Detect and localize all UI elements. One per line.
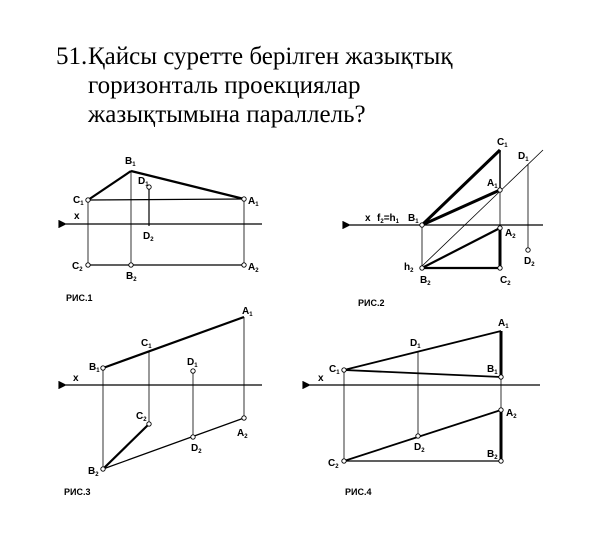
- figure-2: x f2=h1 C1 D1 A1: [342, 137, 544, 308]
- fig1-b1-a1: [130, 169, 245, 201]
- fig2-label-d2: D2: [524, 256, 535, 268]
- fig2-point-a2: [497, 225, 503, 231]
- fig4-label-b2: B2: [487, 449, 498, 461]
- figure-4: x A1 D1 C1 B1 A2 D2: [302, 318, 540, 497]
- fig1-label-d1: D1: [138, 176, 149, 188]
- figure-3: x A1 C1 D1 B1 C2 A2 D2 B2: [58, 306, 262, 497]
- fig3-label-d2: D2: [191, 443, 202, 455]
- question-line-3: жазықтымына параллель?: [88, 101, 366, 128]
- question-line-1: 51.Қайсы суретте берілген жазықтық: [56, 43, 453, 70]
- question-text: 51.Қайсы суретте берілген жазықтық гориз…: [56, 42, 452, 129]
- fig3-b2-a2: [102, 417, 245, 470]
- fig2-diagonal: [419, 149, 544, 269]
- fig2-b1-a1: [421, 188, 501, 227]
- fig1-label-b1: B1: [125, 156, 136, 168]
- fig2-label-c1: C1: [497, 137, 508, 149]
- fig4-label-c1: C1: [329, 364, 340, 376]
- fig1-label-c1: C1: [73, 195, 84, 207]
- fig3-caption: РИС.3: [64, 487, 90, 497]
- fig4-point-c2: [341, 458, 347, 464]
- fig3-label-a1: A1: [242, 306, 253, 318]
- fig2-point-b2: [419, 265, 425, 271]
- fig3-point-a2: [241, 415, 247, 421]
- fig1-c1-b1: [87, 170, 132, 201]
- fig3-b2-c2: [102, 423, 150, 470]
- fig3-point-d1: [190, 368, 196, 374]
- fig3-b1-a1: [102, 315, 245, 370]
- figure-1: x B1 D1 C1 A1 D2 C2 B2: [58, 156, 262, 303]
- fig2-point-a1: [497, 187, 503, 193]
- fig1-point-b2: [128, 262, 134, 268]
- fig1-label-b2: B2: [126, 271, 137, 283]
- fig3-point-b2: [100, 466, 106, 472]
- fig2-label-d1: D1: [518, 151, 529, 163]
- fig1-caption: РИС.1: [66, 293, 92, 303]
- fig4-point-d2: [415, 433, 421, 439]
- fig2-label-b2: B2: [420, 275, 431, 287]
- fig2-label-b1: B1: [408, 213, 419, 225]
- fig2-point-b1: [419, 222, 425, 228]
- fig1-point-d1: [146, 184, 152, 190]
- fig4-c2-a2: [343, 409, 502, 462]
- fig2-b1-c1: [420, 148, 502, 227]
- fig2-caption: РИС.2: [358, 298, 384, 308]
- fig2-point-c2: [497, 265, 503, 271]
- fig2-label-c2: C2: [500, 275, 511, 287]
- fig1-point-c1: [85, 197, 91, 203]
- fig4-point-b2: [498, 458, 504, 464]
- fig4-label-a1: A1: [498, 318, 509, 330]
- question-line-2: горизонталь проекциялар: [88, 72, 361, 99]
- fig1-label-a2: A2: [248, 262, 259, 274]
- fig1-point-c2: [85, 262, 91, 268]
- fig3-label-c2: C2: [136, 411, 147, 423]
- fig4-label-b1: B1: [487, 364, 498, 376]
- fig3-axis-label: x: [73, 373, 79, 384]
- fig1-label-d2: D2: [143, 231, 154, 243]
- fig1-axis-label: x: [74, 211, 80, 222]
- fig2-trace-label: f2=h1: [377, 213, 400, 225]
- fig1-c1-a1: [87, 198, 245, 201]
- fig4-label-d2: D2: [414, 442, 425, 454]
- fig3-point-b1: [100, 365, 106, 371]
- fig3-label-c1: C1: [141, 338, 152, 350]
- fig3-label-d1: D1: [187, 357, 198, 369]
- question-number: 51.: [56, 43, 88, 70]
- fig2-b2-a2: [421, 227, 501, 269]
- fig4-c1-b1: [343, 369, 502, 378]
- fig3-point-d2: [190, 434, 196, 440]
- fig1-point-a1: [241, 196, 247, 202]
- fig4-c1-a1: [343, 330, 502, 371]
- fig4-label-d1: D1: [410, 338, 421, 350]
- fig2-label-h2: h2: [404, 262, 414, 274]
- fig4-caption: РИС.4: [345, 487, 371, 497]
- fig4-point-a2: [498, 407, 504, 413]
- fig4-point-b1: [498, 374, 504, 380]
- fig4-label-a2: A2: [506, 408, 517, 420]
- fig3-label-b1: B1: [89, 362, 100, 374]
- fig4-label-c2: C2: [328, 458, 339, 470]
- fig1-label-a1: A1: [248, 196, 259, 208]
- fig4-point-c1: [341, 367, 347, 373]
- fig2-label-a2: A2: [505, 228, 516, 240]
- fig3-label-a2: A2: [237, 428, 248, 440]
- fig2-label-a1: A1: [487, 178, 498, 190]
- fig1-label-c2: C2: [72, 261, 83, 273]
- fig3-point-c2: [146, 421, 152, 427]
- fig1-point-a2: [241, 262, 247, 268]
- fig2-axis-label: x: [365, 213, 371, 224]
- fig3-label-b2: B2: [88, 466, 99, 478]
- fig2-point-d2: [525, 247, 531, 253]
- fig4-axis-label: x: [318, 373, 324, 384]
